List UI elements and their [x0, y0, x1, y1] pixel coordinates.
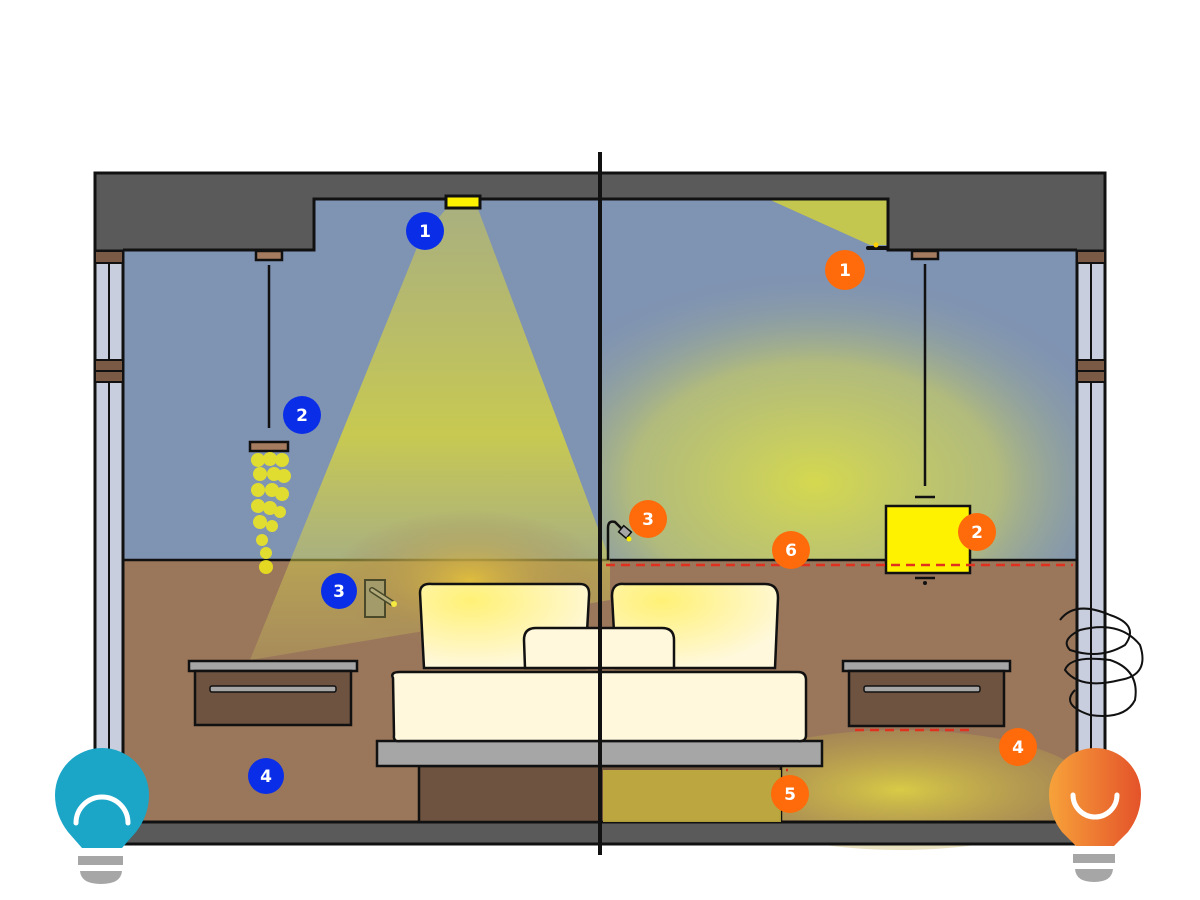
right-nightstand: [841, 659, 1012, 728]
left-badge-4: 4: [248, 758, 284, 794]
downlight-fixture-icon: [444, 194, 482, 210]
left-badge-2: 2: [283, 396, 321, 434]
right-ambient-glow: [600, 250, 1077, 560]
svg-text:3: 3: [333, 582, 345, 602]
svg-text:1: 1: [419, 222, 431, 242]
svg-text:6: 6: [785, 541, 797, 561]
svg-text:4: 4: [260, 767, 272, 787]
svg-text:3: 3: [642, 510, 654, 530]
right-window: [1075, 249, 1107, 824]
light-switch-icon: [364, 579, 397, 618]
svg-text:4: 4: [1012, 738, 1024, 758]
left-nightstand: [187, 659, 359, 727]
left-badge-1: 1: [406, 212, 444, 250]
svg-text:2: 2: [296, 406, 308, 426]
right-badge-3: 3: [629, 500, 667, 538]
right-badge-2: 2: [958, 513, 996, 551]
right-badge-6: 6: [772, 531, 810, 569]
pendant-lamp-icon: [884, 249, 972, 585]
happy-bulb-icon: [1049, 748, 1141, 882]
cove-light-glow: [768, 199, 888, 245]
chandelier-icon: [248, 249, 291, 574]
cove-led-icon: [873, 242, 879, 248]
svg-text:1: 1: [839, 261, 851, 281]
sad-bulb-icon: [55, 748, 149, 884]
right-badge-4: 4: [999, 728, 1037, 766]
right-badge-1: 1: [825, 250, 865, 290]
reading-lamp-icon: [606, 520, 633, 560]
left-badge-3: 3: [321, 573, 357, 609]
left-window: [93, 249, 125, 824]
svg-text:2: 2: [971, 523, 983, 543]
right-badge-5: 5: [771, 775, 809, 813]
scribble-mark: [1059, 607, 1144, 717]
bed: [375, 582, 824, 824]
svg-text:5: 5: [784, 785, 796, 805]
